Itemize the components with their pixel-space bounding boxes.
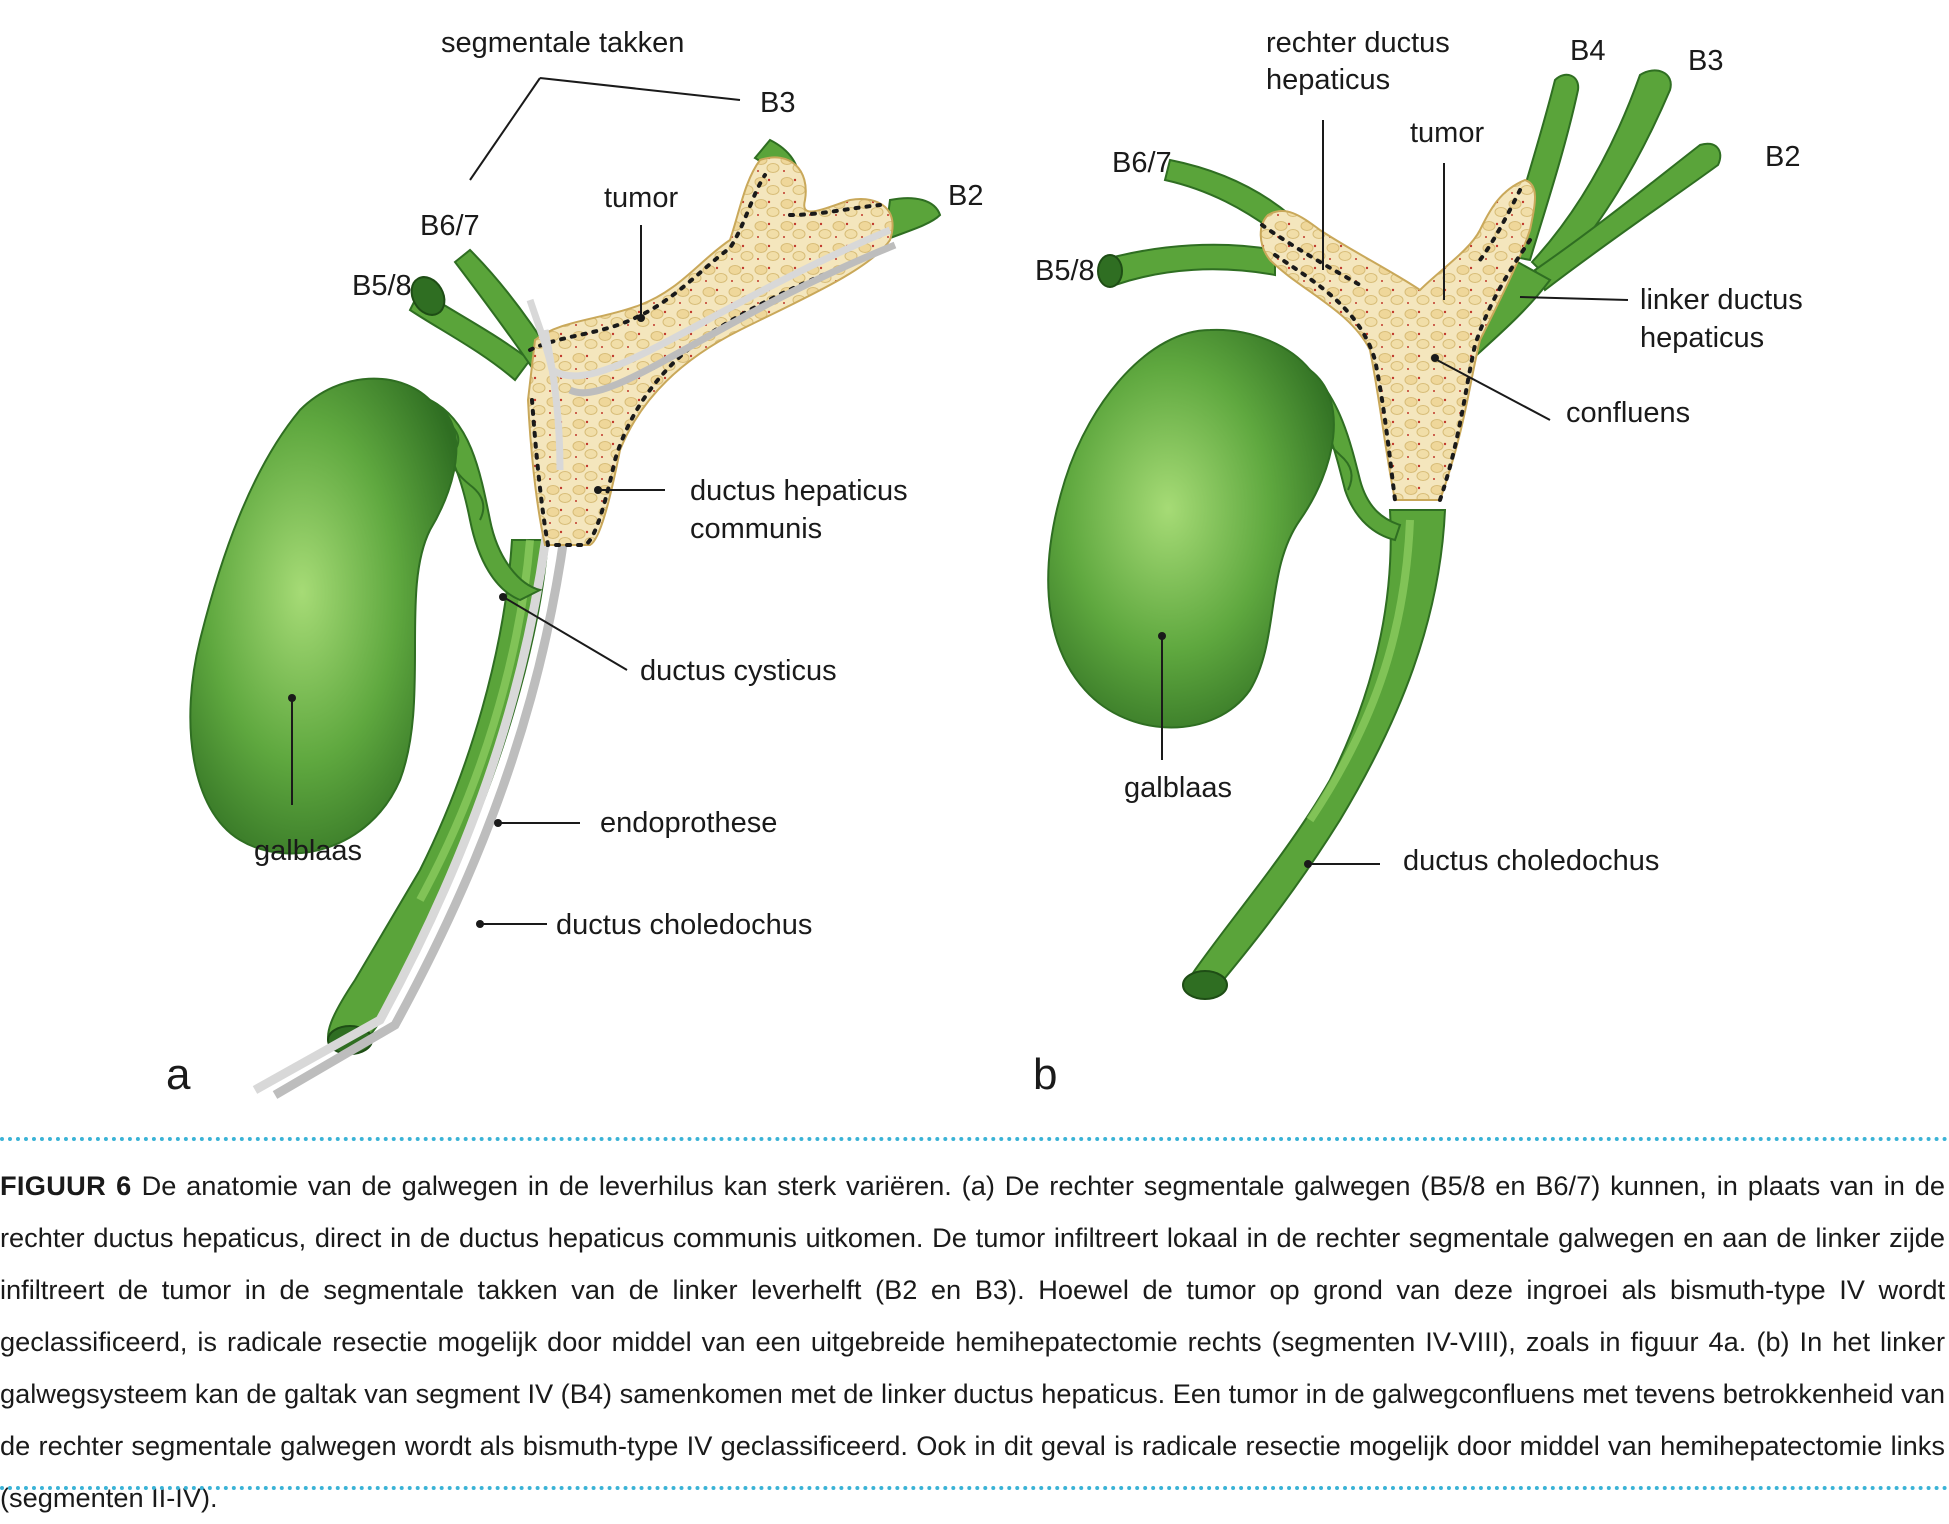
panel-b-galblaas-shape [1047, 328, 1335, 729]
panel-b-tumor-outline [1260, 188, 1532, 502]
panel-a-label-tumor: tumor [604, 182, 678, 214]
panel-a-label-galblaas: galblaas [254, 835, 362, 867]
panel-a-label-ductus-hepaticus-communis-2: communis [690, 513, 822, 545]
panel-b-label-rechter-ductus-1: rechter ductus [1266, 27, 1450, 59]
panel-b-label-galblaas: galblaas [1124, 772, 1232, 804]
divider-top [0, 1137, 1949, 1141]
panel-b-b2-duct [1533, 142, 1722, 292]
panel-a-label-segmentale-takken: segmentale takken [441, 27, 684, 59]
panel-b-label-b6-7: B6/7 [1112, 147, 1172, 179]
panel-a-galblaas-shape [189, 377, 458, 855]
panel-a-b2-duct [883, 197, 942, 242]
panel-b-label-confluens: confluens [1566, 397, 1690, 429]
caption-text: De anatomie van de galwegen in de leverh… [0, 1170, 1945, 1513]
panel-b-label-rechter-ductus-2: hepaticus [1266, 64, 1390, 96]
divider-bottom [0, 1486, 1949, 1490]
panel-b: rechter ductus hepaticus B4 B3 B2 B6/7 B… [1033, 27, 1803, 1099]
panel-b-label-b4: B4 [1570, 35, 1605, 67]
panel-a-label-ductus-choledochus: ductus choledochus [556, 909, 812, 941]
panel-a-label-b6-7: B6/7 [420, 210, 480, 242]
panel-a-label-ductus-cysticus: ductus cysticus [640, 655, 837, 687]
panel-b-label-b5-8: B5/8 [1035, 255, 1095, 287]
panel-b-label-b3: B3 [1688, 45, 1723, 77]
panel-b-tumor-shape [1259, 178, 1536, 501]
panel-a-label-b5-8: B5/8 [352, 270, 412, 302]
panel-a-label-b2: B2 [948, 180, 983, 212]
panel-a-letter: a [166, 1050, 191, 1099]
panel-a-label-b3: B3 [760, 87, 795, 119]
anatomy-figure: segmentale takken B3 B2 B6/7 B5/8 tumor … [166, 27, 1803, 1099]
panel-b-letter: b [1033, 1050, 1057, 1099]
panel-b-label-ductus-choledochus: ductus choledochus [1403, 845, 1659, 877]
panel-a-label-endoprothese: endoprothese [600, 807, 777, 839]
panel-b-b5-8-duct [1108, 243, 1276, 287]
panel-b-label-b2: B2 [1765, 141, 1800, 173]
panel-b-label-linker-ductus-2: hepaticus [1640, 322, 1764, 354]
panel-a: segmentale takken B3 B2 B6/7 B5/8 tumor … [166, 27, 983, 1099]
panel-a-label-ductus-hepaticus-communis-1: ductus hepaticus [690, 475, 908, 507]
panel-b-label-tumor: tumor [1410, 117, 1484, 149]
figure-label: FIGUUR 6 [0, 1170, 132, 1201]
panel-b-label-linker-ductus-1: linker ductus [1640, 284, 1803, 316]
